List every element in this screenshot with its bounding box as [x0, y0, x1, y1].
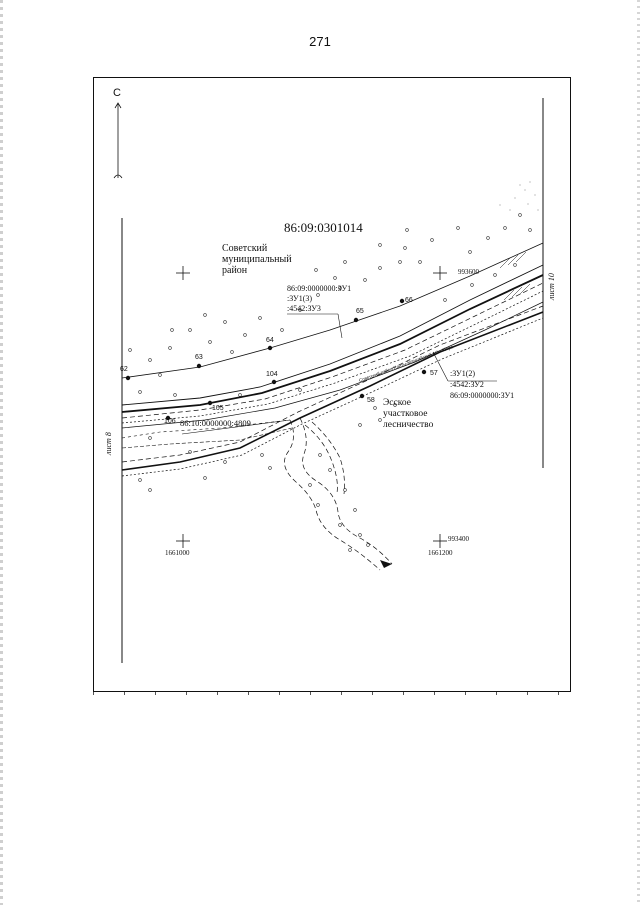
parcel-lower-line-2: :4542:ЗУ2 [450, 380, 484, 389]
parcel-upper-line-3: :4542:ЗУ3 [287, 304, 321, 313]
frame-scale-ticks [93, 692, 571, 695]
point-58: 58 [367, 397, 375, 404]
point-66: 66 [405, 297, 413, 304]
parcel-upper-label: 86:09:0000000:ЗУ1 :ЗУ1(3) :4542:ЗУ3 [287, 284, 351, 314]
region-sovetsky-label: Советский муниципальный район [222, 243, 292, 276]
region-esskoe-line-2: участковое [383, 409, 428, 419]
coord-993600: 993600 [458, 268, 479, 276]
region-esskoe-label: Эсское участковое лесничество [383, 398, 433, 431]
sheet-boundary-lines [121, 98, 544, 663]
point-105: 105 [212, 405, 224, 412]
region-sovetsky-line-3: район [222, 265, 248, 276]
parcel-upper-line-1: 86:09:0000000:ЗУ1 [287, 284, 352, 293]
coord-1661000: 1661000 [165, 549, 190, 557]
creek [284, 417, 393, 571]
leader-lines [181, 313, 497, 435]
sheet-right-label: лист 10 [547, 273, 556, 300]
cadastral-block-number: 86:09:0301014 [284, 220, 363, 235]
parcel-upper-line-2: :ЗУ1(3) [287, 294, 313, 303]
parcel-lower-line-3: 86:09:0000000:ЗУ1 [450, 391, 515, 400]
vegetation-dots [128, 213, 532, 552]
scan-edge-right [637, 0, 640, 905]
scan-noise [499, 181, 539, 211]
road-hatch [499, 251, 531, 301]
coord-1661200: 1661200 [428, 549, 453, 557]
point-63: 63 [195, 354, 203, 361]
north-arrow-icon [113, 102, 123, 179]
parcel-4809-label: 86:10:0000000:4809 [180, 418, 251, 428]
coord-993400: 993400 [448, 535, 469, 543]
point-65: 65 [356, 308, 364, 315]
region-sovetsky-line-2: муниципальный [222, 254, 292, 265]
point-106: 106 [164, 418, 176, 425]
creek-arrow-icon [380, 560, 392, 568]
sheet-left-label: лист 8 [104, 432, 113, 455]
map-frame [93, 77, 571, 692]
region-esskoe-line-1: Эсское [383, 398, 411, 408]
region-sovetsky-line-1: Советский [222, 243, 268, 254]
point-62: 62 [120, 366, 128, 373]
north-label: С [113, 87, 121, 99]
grid-cross-icons [176, 266, 447, 548]
point-57: 57 [430, 370, 438, 377]
survey-points [125, 298, 427, 421]
parcel-lower-label: :ЗУ1(2) :4542:ЗУ2 86:09:0000000:ЗУ1 [450, 368, 514, 401]
point-64: 64 [266, 337, 274, 344]
scan-edge-left [0, 0, 3, 905]
region-esskoe-line-3: лесничество [383, 420, 434, 430]
page-number: 271 [309, 34, 331, 49]
parcel-lower-line-1: :ЗУ1(2) [450, 369, 476, 378]
point-104: 104 [266, 371, 278, 378]
